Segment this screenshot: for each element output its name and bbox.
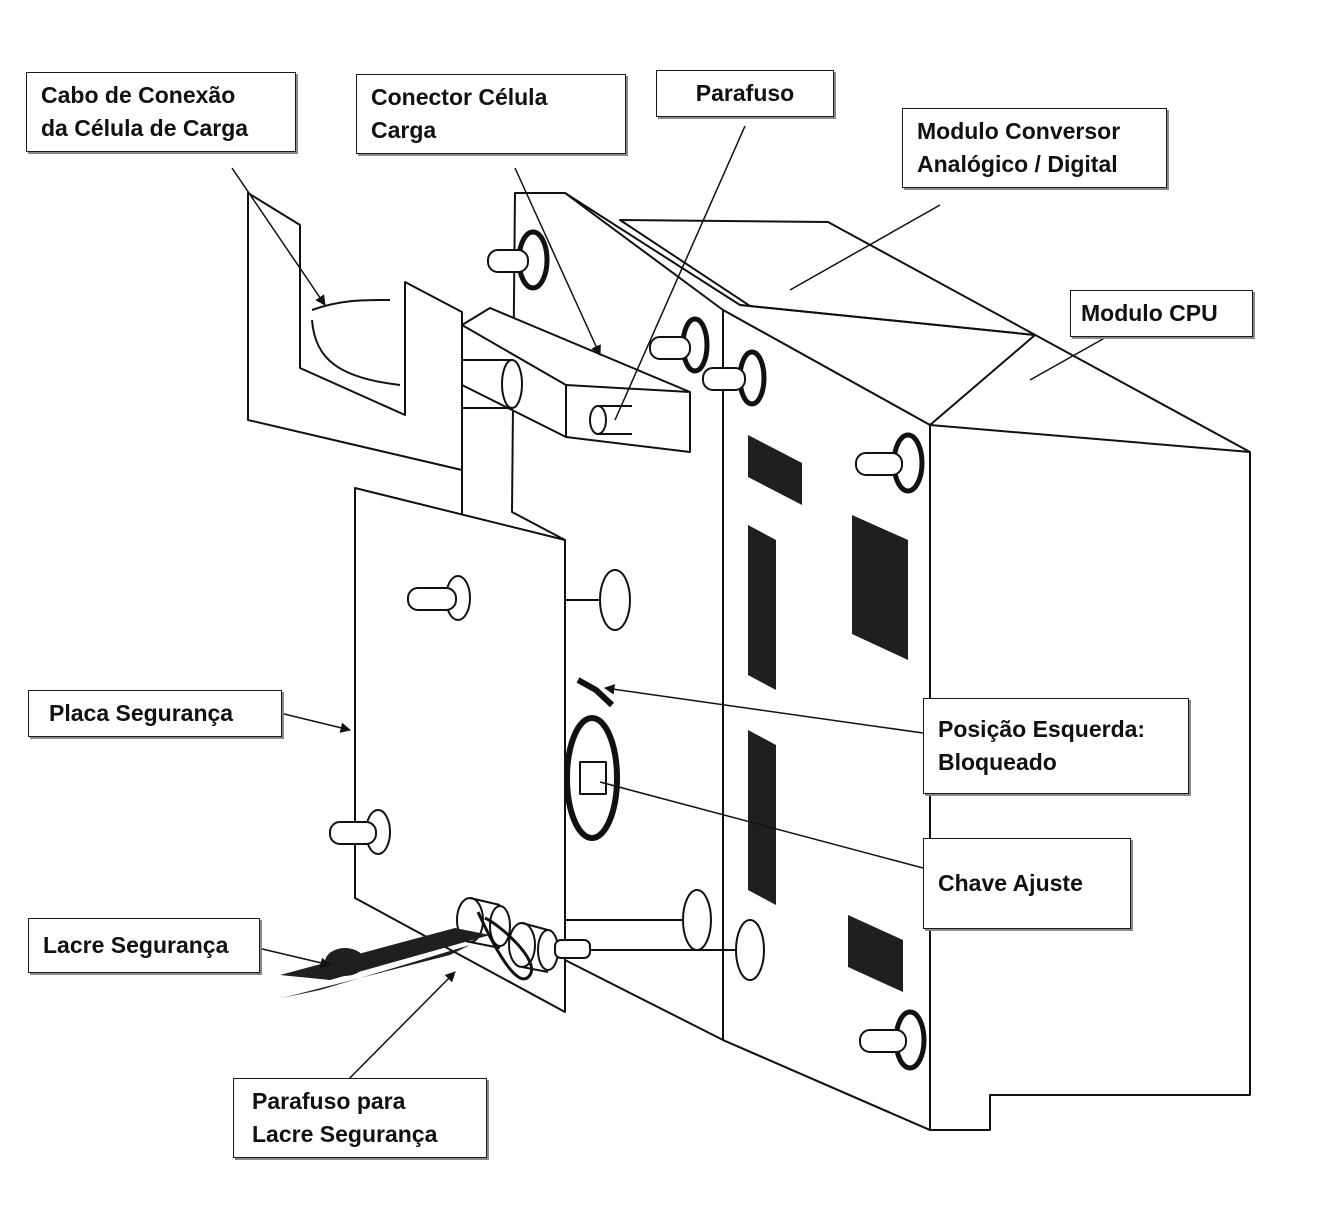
callout-placa-seguranca: Placa Segurança: [28, 690, 282, 737]
screw: [329, 809, 391, 855]
screw: [407, 575, 471, 621]
panel-block: [748, 525, 776, 690]
front-panel: [722, 309, 931, 1131]
panel-block: [852, 515, 908, 660]
callout-text: Posição Esquerda:: [938, 716, 1146, 742]
callout-modulo-conversor: Modulo Conversor Analógico / Digital: [902, 108, 1167, 188]
callout-text: Cabo de Conexão: [41, 82, 236, 108]
callout-posicao-esquerda: Posição Esquerda: Bloqueado: [923, 698, 1189, 794]
panel-block: [848, 915, 903, 992]
cable-bracket: [247, 192, 463, 471]
callout-text: Modulo Conversor: [917, 118, 1121, 144]
callout-text: da Célula de Carga: [41, 115, 249, 141]
callout-conector-celula: Conector Célula Carga: [356, 74, 626, 154]
callout-modulo-cpu: Modulo CPU: [1070, 290, 1253, 337]
screw: [855, 432, 925, 494]
callout-lacre-seguranca: Lacre Segurança: [28, 918, 260, 973]
safety-plate: [354, 470, 566, 1013]
callout-text: Chave Ajuste: [938, 870, 1083, 896]
panel-block: [748, 730, 776, 905]
callout-chave-ajuste: Chave Ajuste: [923, 838, 1131, 929]
callout-text: Parafuso para: [252, 1088, 406, 1114]
seal: [280, 928, 490, 998]
callout-text: Modulo CPU: [1081, 300, 1218, 326]
callout-text: Conector Célula: [371, 84, 548, 110]
screw: [859, 1009, 927, 1071]
callout-text: Lacre Segurança: [43, 932, 229, 958]
callout-cabo-conexao: Cabo de Conexão da Célula de Carga: [26, 72, 296, 152]
callout-text: Lacre Segurança: [252, 1121, 438, 1147]
callout-parafuso: Parafuso: [656, 70, 834, 117]
callout-text: Bloqueado: [938, 749, 1057, 775]
screw: [487, 229, 550, 291]
screw: [649, 316, 710, 374]
seal-screws: [456, 897, 591, 981]
callout-text: Analógico / Digital: [917, 151, 1118, 177]
panel-block: [748, 435, 802, 505]
screw: [702, 349, 767, 407]
load-cell-connector: [461, 307, 691, 453]
callout-text: Parafuso: [695, 80, 795, 106]
callout-text: Carga: [371, 117, 437, 143]
callout-parafuso-lacre: Parafuso para Lacre Segurança: [233, 1078, 487, 1158]
leader-lines: [231, 125, 1111, 1099]
callout-text: Placa Segurança: [49, 700, 234, 726]
